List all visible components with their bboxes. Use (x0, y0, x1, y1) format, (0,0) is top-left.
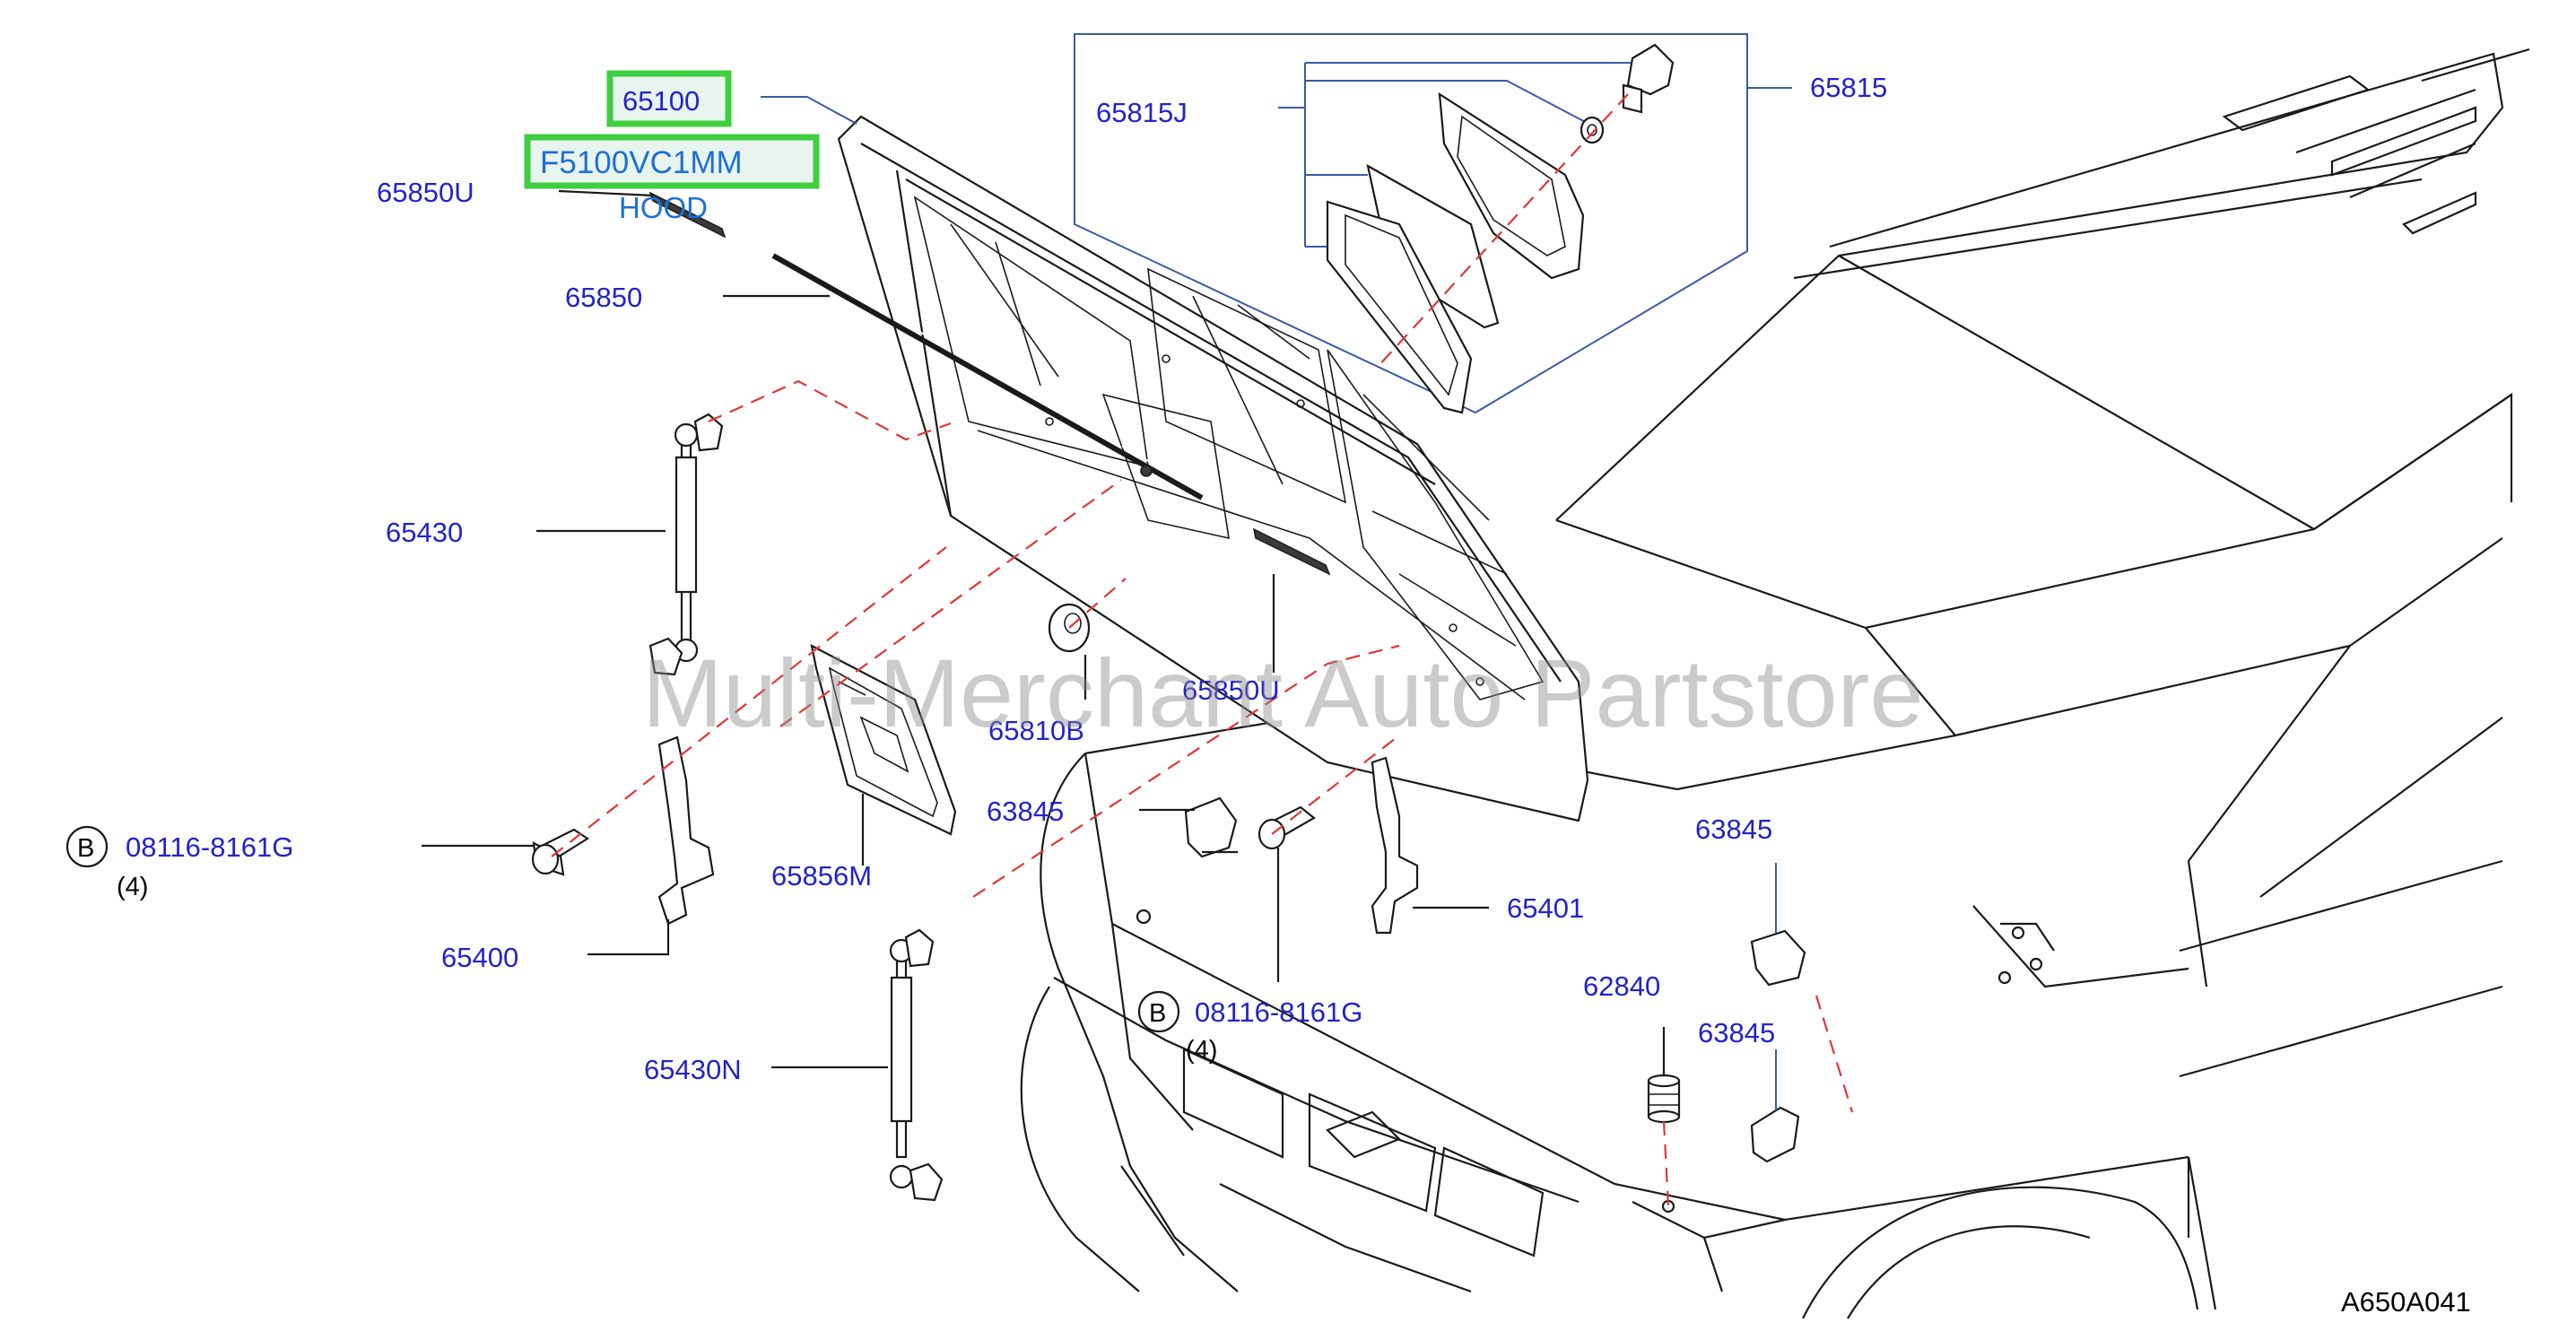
bolt-callout-center: B 08116-8161G (4) (1137, 990, 1362, 1065)
hood-grommet-62840 (1647, 1074, 1681, 1124)
hood-seal-strip (771, 250, 1206, 500)
qty-left: (4) (117, 873, 148, 901)
hood-insulator-panel-65856m (810, 643, 957, 836)
label-65810b[interactable]: 65810B (988, 715, 1084, 746)
label-65430n[interactable]: 65430N (644, 1054, 742, 1085)
label-08116-8161g-left[interactable]: 08116-8161G (126, 831, 293, 863)
hood-hinge-right (1371, 756, 1419, 935)
vehicle-body-outline (1020, 48, 2530, 1319)
hood-panel (837, 115, 1589, 822)
hood-bumper-right-bot (1750, 1106, 1800, 1163)
highlight-box-65100 (606, 70, 732, 127)
label-08116-8161g-center[interactable]: 08116-8161G (1195, 996, 1362, 1028)
leader-lines (422, 96, 1777, 1110)
hinge-bolt-center (1258, 805, 1316, 850)
label-f5100vc1mm[interactable]: F5100VC1MM (540, 145, 743, 180)
qty-center: (4) (1186, 1036, 1217, 1065)
grommet-inset-box (1074, 33, 1792, 414)
label-65430[interactable]: 65430 (386, 517, 463, 548)
watermark: Multi-Merchant Auto Partstore (642, 639, 1924, 747)
assembly-dash-lines (551, 379, 1854, 1207)
hood-bumper-left (1184, 796, 1238, 858)
hood-bumper-right-top (1750, 929, 1806, 987)
hinge-bolt-left (531, 828, 590, 876)
label-65850u-mid[interactable]: 65850U (1182, 674, 1280, 706)
label-65856m[interactable]: 65856M (771, 860, 872, 892)
label-65401[interactable]: 65401 (1507, 892, 1584, 924)
b-marker-left: B (77, 834, 94, 863)
label-63845-right-top[interactable]: 63845 (1695, 813, 1772, 845)
diagram-reference-code: A650A041 (2341, 1286, 2471, 1318)
b-marker-center: B (1149, 999, 1166, 1028)
label-63845-right-bot[interactable]: 63845 (1698, 1017, 1775, 1048)
bolt-callout-left: B 08116-8161G (4) (65, 825, 293, 901)
hood-insulator-strips (648, 191, 1331, 576)
label-62840[interactable]: 62840 (1583, 970, 1660, 1002)
highlight-box-f5100vc1mm (524, 134, 820, 189)
label-65850[interactable]: 65850 (565, 282, 642, 313)
hood-strut-right (889, 928, 944, 1202)
label-65815[interactable]: 65815 (1810, 72, 1887, 103)
part-labels: 65100 F5100VC1MM HOOD 65850U 65850 65815… (65, 72, 2471, 1318)
hood-hinge-left (657, 735, 715, 926)
label-65815j[interactable]: 65815J (1096, 97, 1188, 128)
label-63845-left[interactable]: 63845 (987, 796, 1064, 827)
label-65100[interactable]: 65100 (622, 85, 700, 117)
hood-strut-left (648, 413, 724, 676)
label-65400[interactable]: 65400 (441, 942, 518, 973)
label-65850u-top[interactable]: 65850U (377, 177, 474, 208)
label-hood: HOOD (619, 191, 708, 224)
